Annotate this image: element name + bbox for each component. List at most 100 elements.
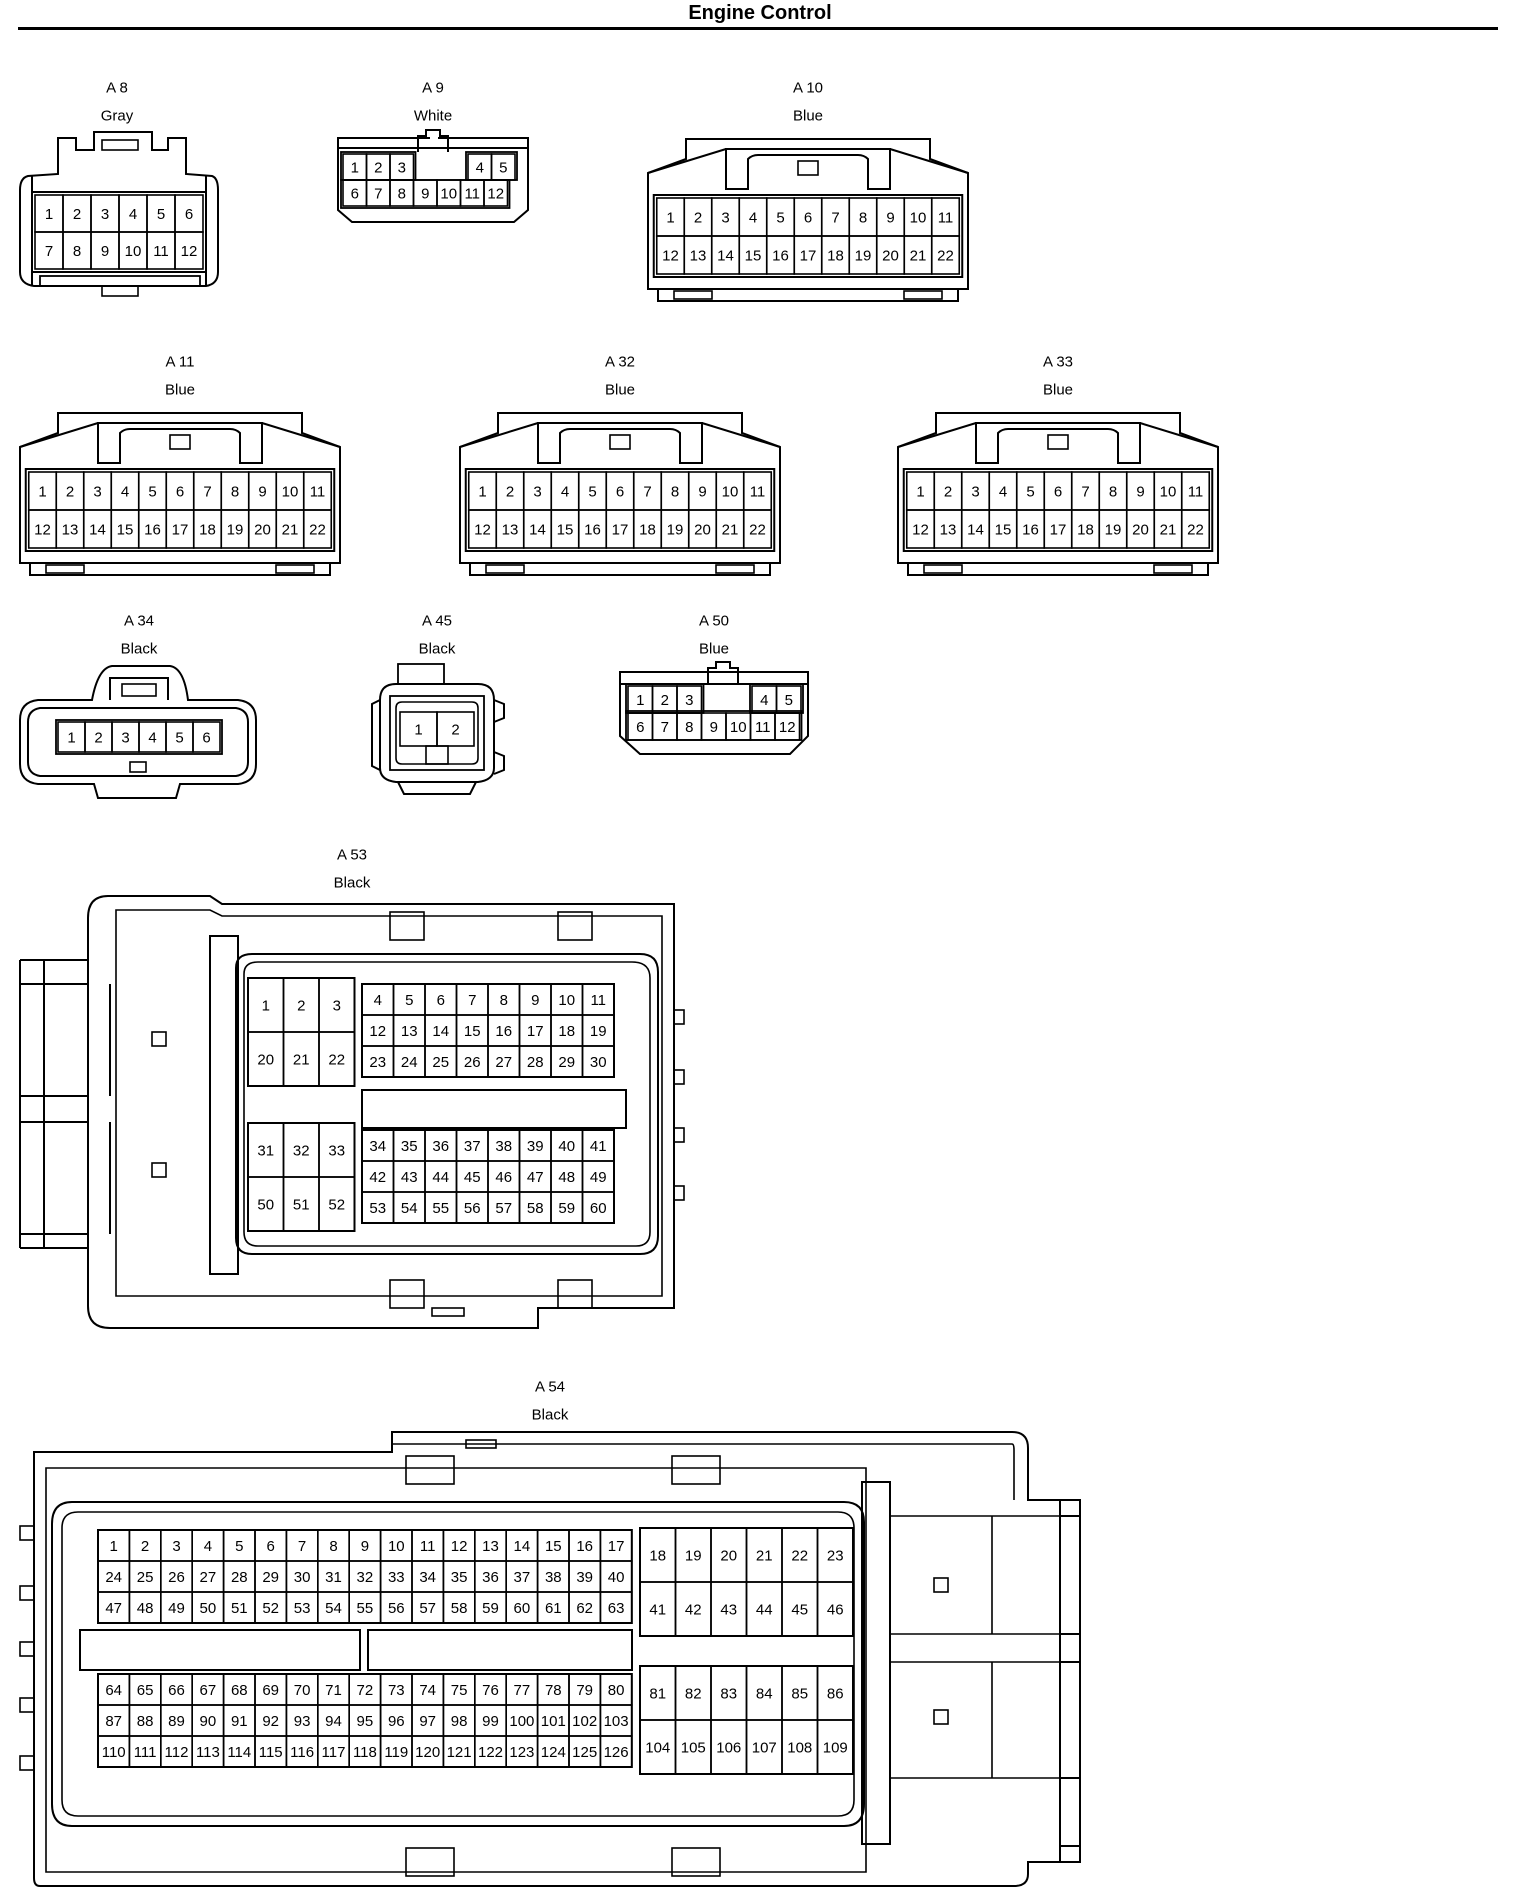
pin-field bbox=[24, 468, 336, 552]
pin-number: 4 bbox=[121, 484, 129, 501]
pin-number: 20 bbox=[254, 522, 271, 539]
pin-number: 38 bbox=[545, 1569, 562, 1586]
pin-number: 7 bbox=[1081, 484, 1089, 501]
inner-rim bbox=[27, 707, 249, 777]
pin-number: 5 bbox=[175, 730, 183, 747]
pin-number: 13 bbox=[401, 1023, 418, 1040]
pin-number: 56 bbox=[464, 1200, 481, 1217]
pin-number: 12 bbox=[474, 522, 491, 539]
pin-number: 1 bbox=[67, 730, 75, 747]
pin-number: 35 bbox=[451, 1569, 468, 1586]
pin-number: 125 bbox=[572, 1744, 597, 1761]
pin-number: 88 bbox=[137, 1713, 154, 1730]
pin-number: 15 bbox=[995, 522, 1012, 539]
pin-number: 35 bbox=[401, 1138, 418, 1155]
pin-number: 4 bbox=[129, 206, 137, 223]
pin-number: 61 bbox=[545, 1600, 562, 1617]
pin-number: 74 bbox=[419, 1682, 436, 1699]
pin-cell bbox=[599, 1591, 633, 1624]
pin-number: 11 bbox=[938, 210, 954, 227]
pin-number: 118 bbox=[353, 1744, 377, 1761]
side-tab bbox=[673, 1185, 685, 1201]
pin-number: 2 bbox=[73, 206, 81, 223]
pin-number: 82 bbox=[685, 1686, 702, 1703]
pin-number: 106 bbox=[716, 1740, 741, 1757]
pin-number: 93 bbox=[294, 1713, 311, 1730]
pin-number: 13 bbox=[690, 248, 707, 265]
pin-number: 120 bbox=[415, 1744, 440, 1761]
pin-number: 15 bbox=[545, 1538, 562, 1555]
housing-key bbox=[405, 1847, 455, 1877]
pin-number: 100 bbox=[509, 1713, 534, 1730]
pin-cell bbox=[174, 231, 204, 270]
pin-cell bbox=[1180, 509, 1211, 549]
latch bbox=[537, 422, 703, 464]
pin-number: 67 bbox=[200, 1682, 217, 1699]
pin-number: 33 bbox=[388, 1569, 405, 1586]
bottom-rail bbox=[657, 288, 959, 302]
pin-number: 11 bbox=[420, 1538, 436, 1555]
pin-number: 9 bbox=[101, 243, 109, 260]
pin-number: 76 bbox=[482, 1682, 499, 1699]
pin-number: 15 bbox=[745, 248, 762, 265]
pin-number: 22 bbox=[328, 1052, 345, 1069]
pin-number: 75 bbox=[451, 1682, 468, 1699]
rail-key bbox=[923, 564, 963, 574]
pin-number: 1 bbox=[414, 722, 422, 739]
connector-housing bbox=[19, 665, 257, 799]
pin-number: 6 bbox=[804, 210, 812, 227]
pin-number: 44 bbox=[432, 1169, 449, 1186]
pin-number: 69 bbox=[262, 1682, 279, 1699]
connector-id-label: A 50 bbox=[699, 613, 729, 630]
pin-number: 108 bbox=[787, 1740, 812, 1757]
pin-number: 15 bbox=[464, 1023, 481, 1040]
pin-number: 24 bbox=[401, 1054, 418, 1071]
pin-number: 40 bbox=[558, 1138, 575, 1155]
pin-number: 7 bbox=[643, 484, 651, 501]
cable-rails bbox=[19, 959, 111, 1249]
side-clips bbox=[371, 699, 505, 775]
pin-number: 41 bbox=[649, 1602, 666, 1619]
pin-number: 94 bbox=[325, 1713, 342, 1730]
connector-id-label: A 54 bbox=[535, 1379, 565, 1396]
housing-key bbox=[557, 911, 593, 941]
pin-number: 18 bbox=[827, 248, 844, 265]
page-title: Engine Control bbox=[688, 2, 832, 24]
pin-number: 81 bbox=[649, 1686, 666, 1703]
pin-number: 7 bbox=[45, 243, 53, 260]
pin-number: 51 bbox=[231, 1600, 248, 1617]
pin-number: 14 bbox=[717, 248, 734, 265]
blank-bar bbox=[79, 1629, 361, 1671]
pin-cell bbox=[581, 1191, 615, 1224]
blank-bar bbox=[361, 1089, 627, 1129]
pin-number: 42 bbox=[369, 1169, 386, 1186]
pin-number: 5 bbox=[776, 210, 784, 227]
pin-number: 8 bbox=[1109, 484, 1117, 501]
pin-number: 38 bbox=[495, 1138, 512, 1155]
pin-number: 56 bbox=[388, 1600, 405, 1617]
pin-number: 7 bbox=[374, 186, 382, 203]
pin-number: 1 bbox=[666, 210, 674, 227]
pin-number: 4 bbox=[561, 484, 569, 501]
pin-number: 4 bbox=[476, 160, 484, 177]
pin-number: 19 bbox=[667, 522, 684, 539]
housing-key bbox=[389, 911, 425, 941]
pin-number: 68 bbox=[231, 1682, 248, 1699]
pin-number: 4 bbox=[760, 692, 768, 709]
pin-number: 4 bbox=[374, 992, 382, 1009]
pin-number: 116 bbox=[290, 1744, 314, 1761]
pin-cell bbox=[774, 712, 801, 741]
housing-bevel bbox=[889, 148, 969, 174]
pin-cell bbox=[318, 1176, 356, 1232]
pin-number: 59 bbox=[558, 1200, 575, 1217]
pin-face bbox=[235, 953, 659, 1255]
pin-number: 16 bbox=[576, 1538, 593, 1555]
pin-number: 10 bbox=[388, 1538, 405, 1555]
pin-number: 5 bbox=[157, 206, 165, 223]
pin-cell bbox=[742, 509, 773, 549]
pin-number: 18 bbox=[558, 1023, 575, 1040]
